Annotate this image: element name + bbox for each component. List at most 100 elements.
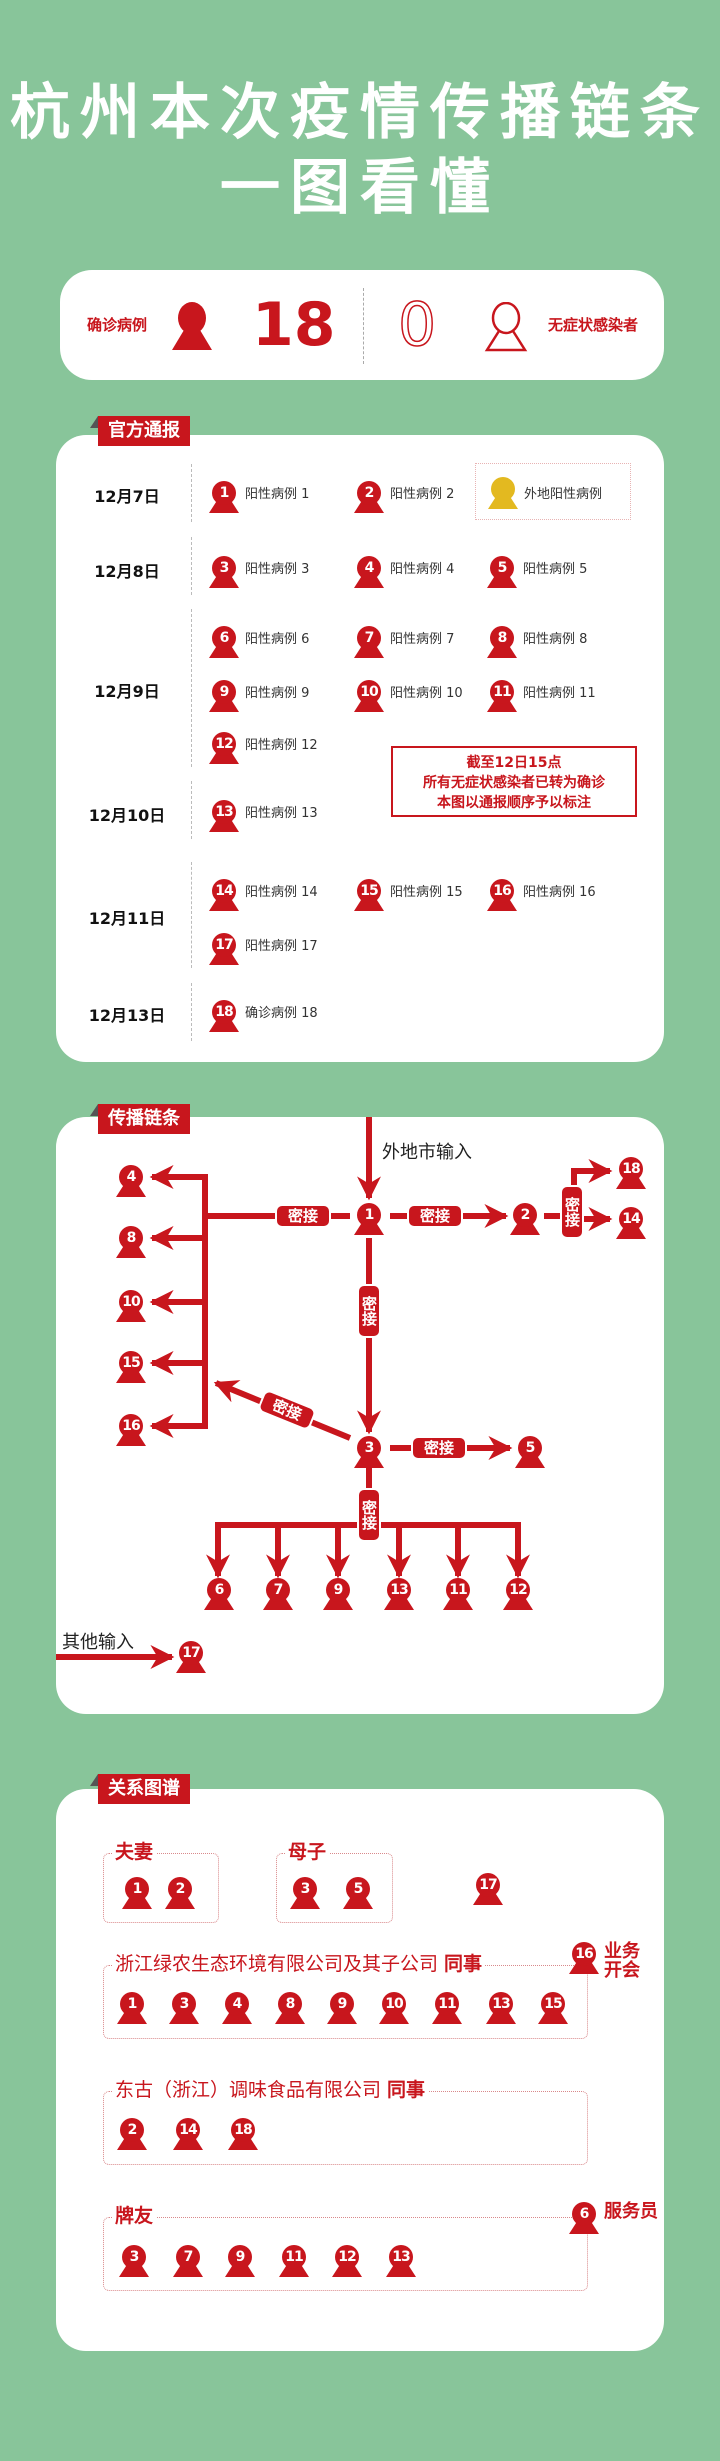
relation-side-label: 服务员 xyxy=(604,2201,658,2222)
case-number: 18 xyxy=(212,1000,236,1024)
confirmed-label: 确诊病例 xyxy=(87,316,148,334)
person-icon: 10 xyxy=(379,1992,409,2024)
person-icon: 1 xyxy=(117,1992,147,2024)
asymptomatic-label: 无症状感染者 xyxy=(548,316,639,334)
person-icon: 11 xyxy=(279,2245,309,2277)
case-number: 11 xyxy=(446,1578,470,1602)
person-icon: 14 xyxy=(616,1207,646,1239)
case-number: 10 xyxy=(382,1992,406,2016)
case-label: 阳性病例 11 xyxy=(523,686,596,701)
date-label: 12月7日 xyxy=(94,487,160,506)
person-icon: 1 xyxy=(354,1203,384,1235)
case-number: 6 xyxy=(207,1578,231,1602)
person-icon: 7 xyxy=(354,626,384,658)
person-icon: 2 xyxy=(165,1877,195,1909)
case-number: 11 xyxy=(490,680,514,704)
person-icon: 10 xyxy=(116,1290,146,1322)
person-icon: 9 xyxy=(323,1578,353,1610)
relation-side-label: 业务开会 xyxy=(604,1941,640,1981)
case-label: 阳性病例 13 xyxy=(245,806,318,821)
person-icon: 9 xyxy=(327,1992,357,2024)
case-number: 9 xyxy=(212,680,236,704)
case-number: 4 xyxy=(225,1992,249,2016)
case-label: 阳性病例 17 xyxy=(245,939,318,954)
case-number: 16 xyxy=(490,879,514,903)
case-label: 阳性病例 1 xyxy=(245,487,310,502)
case-number: 18 xyxy=(619,1157,643,1181)
case-label: 阳性病例 6 xyxy=(245,632,310,647)
relation-group-label: 夫妻 xyxy=(112,1841,157,1863)
case-number: 4 xyxy=(119,1165,143,1189)
person-icon: 2 xyxy=(117,2118,147,2150)
person-icon: 3 xyxy=(169,1992,199,2024)
person-icon: 4 xyxy=(354,556,384,588)
asymptomatic-person-icon xyxy=(484,302,528,352)
person-icon: 5 xyxy=(343,1877,373,1909)
case-number: 14 xyxy=(619,1207,643,1231)
relation-group-label: 母子 xyxy=(285,1841,330,1863)
legend-outside-box xyxy=(475,463,631,520)
case-number: 3 xyxy=(357,1436,381,1460)
confirmed-person-icon xyxy=(172,302,212,350)
date-label: 12月11日 xyxy=(88,909,166,928)
case-label: 阳性病例 12 xyxy=(245,738,318,753)
case-number: 6 xyxy=(572,2202,596,2226)
person-icon: 13 xyxy=(386,2245,416,2277)
case-label: 阳性病例 7 xyxy=(390,632,455,647)
stats-divider xyxy=(363,288,364,364)
person-icon: 4 xyxy=(222,1992,252,2024)
person-icon: 15 xyxy=(538,1992,568,2024)
person-icon: 9 xyxy=(209,680,239,712)
person-icon: 18 xyxy=(209,1000,239,1032)
relation-label-text: 母子 xyxy=(288,1841,327,1863)
relation-label-strong: 同事 xyxy=(444,1953,483,1975)
case-number: 8 xyxy=(119,1226,143,1250)
case-number: 11 xyxy=(282,2245,306,2269)
person-icon: 12 xyxy=(503,1578,533,1610)
case-number: 16 xyxy=(119,1414,143,1438)
person-icon: 17 xyxy=(209,933,239,965)
person-icon: 6 xyxy=(204,1578,234,1610)
case-number: 5 xyxy=(346,1877,370,1901)
case-number: 17 xyxy=(476,1873,500,1897)
relation-label-text: 夫妻 xyxy=(115,1841,154,1863)
outside-case-icon xyxy=(488,477,518,509)
person-icon: 3 xyxy=(290,1877,320,1909)
case-number: 2 xyxy=(120,2118,144,2142)
case-number: 12 xyxy=(335,2245,359,2269)
person-icon: 2 xyxy=(510,1203,540,1235)
case-number: 9 xyxy=(228,2245,252,2269)
date-label: 12月10日 xyxy=(88,806,166,825)
case-number: 2 xyxy=(357,481,381,505)
person-icon: 14 xyxy=(173,2118,203,2150)
relation-label-text: 东古（浙江）调味食品有限公司 xyxy=(115,2079,382,2101)
contact-label: 密接 xyxy=(407,1204,463,1228)
case-number: 1 xyxy=(120,1992,144,2016)
relation-group-box xyxy=(276,1853,393,1923)
source-outside-label: 外地市输入 xyxy=(382,1142,472,1163)
contact-label: 密接 xyxy=(357,1284,381,1338)
case-number: 14 xyxy=(212,879,236,903)
relation-label-text: 牌友 xyxy=(115,2205,154,2227)
case-number: 13 xyxy=(489,1992,513,2016)
person-icon: 11 xyxy=(443,1578,473,1610)
case-number: 6 xyxy=(212,626,236,650)
case-number: 9 xyxy=(330,1992,354,2016)
date-label: 12月8日 xyxy=(94,562,160,581)
date-label: 12月9日 xyxy=(94,682,160,701)
person-icon: 15 xyxy=(354,879,384,911)
case-number: 7 xyxy=(176,2245,200,2269)
person-icon: 13 xyxy=(209,800,239,832)
case-label: 阳性病例 9 xyxy=(245,686,310,701)
date-divider xyxy=(191,464,192,522)
case-number: 15 xyxy=(357,879,381,903)
case-label: 阳性病例 2 xyxy=(390,487,455,502)
person-icon: 18 xyxy=(228,2118,258,2150)
case-number: 13 xyxy=(387,1578,411,1602)
stats-card: 确诊病例 18 0 无症状感染者 xyxy=(60,270,664,380)
relation-group-box xyxy=(103,2217,588,2291)
case-label: 阳性病例 8 xyxy=(523,632,588,647)
relation-group-label: 东古（浙江）调味食品有限公司同事 xyxy=(112,2079,429,2101)
contact-label: 密接 xyxy=(275,1204,331,1228)
person-icon: 1 xyxy=(122,1877,152,1909)
